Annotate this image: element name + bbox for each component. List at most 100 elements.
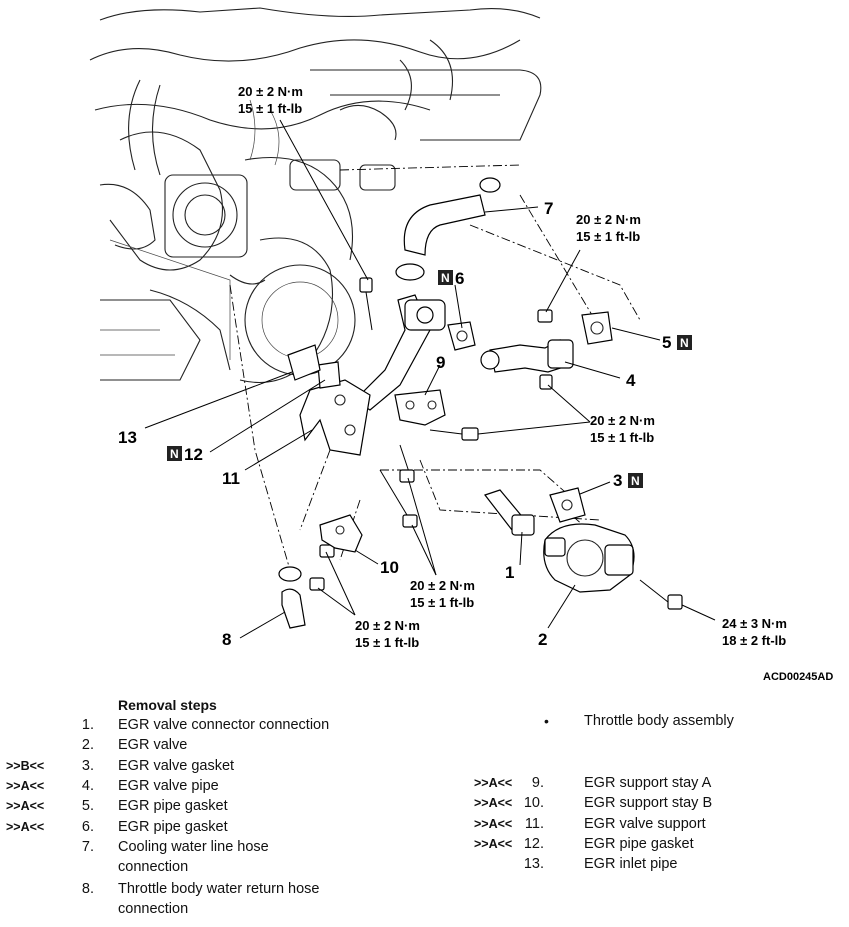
egr-exploded-diagram: 20 ± 2 N·m 15 ± 1 ft-lb 20 ± 2 N·m 15 ± … [89, 7, 833, 683]
step-number: 11. [524, 816, 544, 832]
new-part-box-3 [628, 473, 643, 488]
step-text: EGR support stay A [584, 775, 712, 791]
step-row-6: >>A<< 6. EGR pipe gasket [0, 817, 420, 837]
callout-9: 9 [436, 353, 445, 372]
step-number: 12. [523, 836, 544, 852]
step-text: EGR support stay B [584, 795, 713, 811]
step-number: 1. [81, 717, 94, 733]
step-text: EGR valve connector connection [118, 717, 330, 733]
torque-mid-ftlb: 15 ± 1 ft-lb [590, 430, 654, 445]
torque-lower-ftlb: 15 ± 1 ft-lb [355, 635, 419, 650]
bolts [309, 277, 683, 610]
step-number: 5. [81, 798, 94, 814]
step-number: 10. [523, 795, 544, 811]
step-row-11: >>A<< 11. EGR valve support [470, 814, 840, 834]
step-mark: >>A<< [474, 817, 513, 831]
callout-10: 10 [380, 558, 399, 577]
part-4-valve-pipe [480, 339, 574, 373]
engine-background-sketch [89, 7, 542, 384]
step-text: EGR valve [118, 737, 188, 753]
torque-top-ftlb: 15 ± 1 ft-lb [238, 101, 302, 116]
torque-right-nm: 20 ± 2 N·m [576, 212, 641, 227]
step-text: Cooling water line hose [118, 839, 269, 855]
removal-steps-list: Removal steps 1. EGR valve connector con… [0, 693, 849, 927]
callout-4: 4 [626, 371, 636, 390]
callout-12: 12 [184, 445, 203, 464]
step-mark: >>A<< [474, 776, 513, 790]
step-mark: >>A<< [6, 799, 45, 813]
callout-11: 11 [222, 469, 240, 488]
figure-id: ACD00245AD [763, 671, 833, 683]
step-row-5: >>A<< 5. EGR pipe gasket [0, 796, 420, 816]
step-text: EGR valve pipe [118, 778, 219, 794]
removal-steps-title: Removal steps [118, 697, 217, 713]
callout-8: 8 [222, 630, 231, 649]
new-part-mark-12: N [170, 447, 179, 461]
step-mark: >>B<< [6, 759, 45, 773]
step-mark: >>A<< [474, 796, 513, 810]
assembly-dash-lines [229, 164, 641, 571]
step-mark: >>A<< [474, 837, 513, 851]
part-9-stay-a [394, 389, 446, 426]
callout-6: 6 [455, 269, 464, 288]
new-part-box-12 [167, 446, 182, 461]
torque-valve-nm: 24 ± 3 N·m [722, 616, 787, 631]
step-number: 13. [523, 856, 544, 872]
step-text: EGR pipe gasket [118, 819, 228, 835]
step-row-4: >>A<< 4. EGR valve pipe [0, 776, 420, 796]
step-text-continued: connection [118, 901, 189, 917]
step-text: Throttle body water return hose [118, 881, 320, 897]
callout-3: 3 [613, 471, 622, 490]
part-13-inlet-pipe [354, 294, 446, 411]
bullet-text: Throttle body assembly [584, 713, 734, 729]
step-number: 9. [531, 775, 544, 791]
part-7-hose [403, 177, 501, 256]
torque-mid-nm: 20 ± 2 N·m [590, 413, 655, 428]
new-part-mark-3: N [631, 474, 640, 488]
torque-top-nm: 20 ± 2 N·m [238, 84, 303, 99]
new-part-mark-5: N [680, 336, 689, 350]
step-text: EGR pipe gasket [118, 798, 228, 814]
step-text: EGR inlet pipe [584, 856, 678, 872]
step-number: 4. [81, 778, 94, 794]
step-row-8-cont: connection [0, 899, 420, 919]
callout-7: 7 [544, 199, 553, 218]
step-text: EGR valve gasket [118, 758, 235, 774]
part-5-gasket [581, 311, 613, 345]
step-text: EGR pipe gasket [584, 836, 694, 852]
new-part-box-6 [438, 270, 453, 285]
part-12-gasket [317, 361, 341, 389]
part-2-egr-valve [543, 523, 635, 593]
step-row-3: >>B<< 3. EGR valve gasket [0, 756, 420, 776]
step-row-7: 7. Cooling water line hose [0, 837, 420, 857]
torque-bolt-nm: 20 ± 2 N·m [410, 578, 475, 593]
leader-lines [144, 119, 716, 639]
bullet-icon: • [544, 713, 549, 729]
torque-bolt-ftlb: 15 ± 1 ft-lb [410, 595, 474, 610]
step-row-12: >>A<< 12. EGR pipe gasket [470, 834, 840, 854]
step-text: EGR valve support [584, 816, 706, 832]
part-10-stay-b [319, 514, 363, 553]
step-row-7-cont: connection [0, 857, 420, 877]
step-number: 6. [81, 819, 94, 835]
torque-valve-ftlb: 18 ± 2 ft-lb [722, 633, 786, 648]
callout-2: 2 [538, 630, 547, 649]
part-13-bracket [287, 344, 321, 381]
part-1-connector [484, 489, 535, 536]
part-6-gasket [447, 321, 476, 351]
callout-13: 13 [118, 428, 137, 447]
step-text-continued: connection [118, 859, 189, 875]
step-number: 7. [81, 839, 94, 855]
new-part-box-5 [677, 335, 692, 350]
step-row-2: 2. EGR valve [0, 735, 420, 755]
step-row-8: 8. Throttle body water return hose [0, 879, 420, 899]
bullet-row: • Throttle body assembly [540, 711, 840, 731]
part-11-valve-support [299, 379, 371, 456]
callout-1: 1 [505, 563, 514, 582]
callout-5: 5 [662, 333, 671, 352]
part-3-gasket [549, 487, 586, 523]
step-number: 8. [81, 881, 94, 897]
step-row-1: 1. EGR valve connector connection [0, 715, 420, 735]
new-part-mark-6: N [441, 271, 450, 285]
part-8-water-hose [278, 566, 306, 629]
